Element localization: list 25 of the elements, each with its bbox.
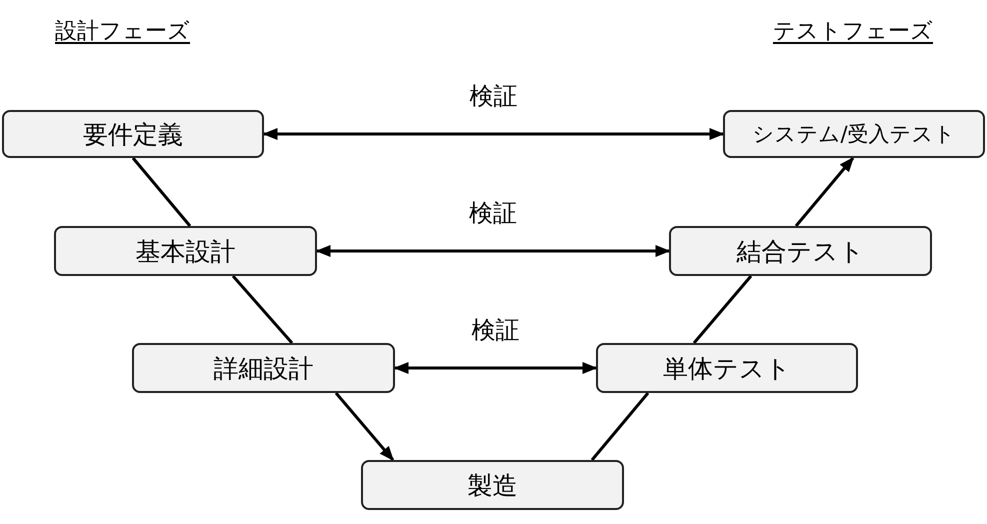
- box-label: 単体テスト: [663, 356, 791, 380]
- connector-line: [590, 392, 650, 461]
- process-box: [361, 460, 624, 510]
- box-label: 基本設計: [136, 238, 236, 264]
- process-box: [723, 110, 985, 158]
- process-box: [54, 226, 317, 276]
- process-box: [669, 226, 932, 276]
- phase-heading: 設計フェーズ: [55, 18, 190, 46]
- arrow: [794, 156, 854, 227]
- process-box: [2, 110, 264, 158]
- process-box: [132, 343, 395, 393]
- connector-line: [132, 157, 192, 227]
- process-box: [596, 343, 858, 393]
- arrow: [316, 245, 670, 257]
- box-label: 要件定義: [83, 122, 183, 146]
- box-label: 詳細設計: [214, 356, 314, 380]
- box-label: 結合テスト: [736, 238, 864, 264]
- box-label: システム/受入テスト: [752, 124, 956, 144]
- box-label: 製造: [468, 472, 518, 498]
- connector-line: [692, 275, 752, 344]
- phase-heading: テストフェーズ: [773, 18, 933, 46]
- arrow: [334, 392, 394, 462]
- arrow: [394, 362, 598, 374]
- connector-line: [232, 275, 294, 344]
- arrow: [262, 128, 724, 140]
